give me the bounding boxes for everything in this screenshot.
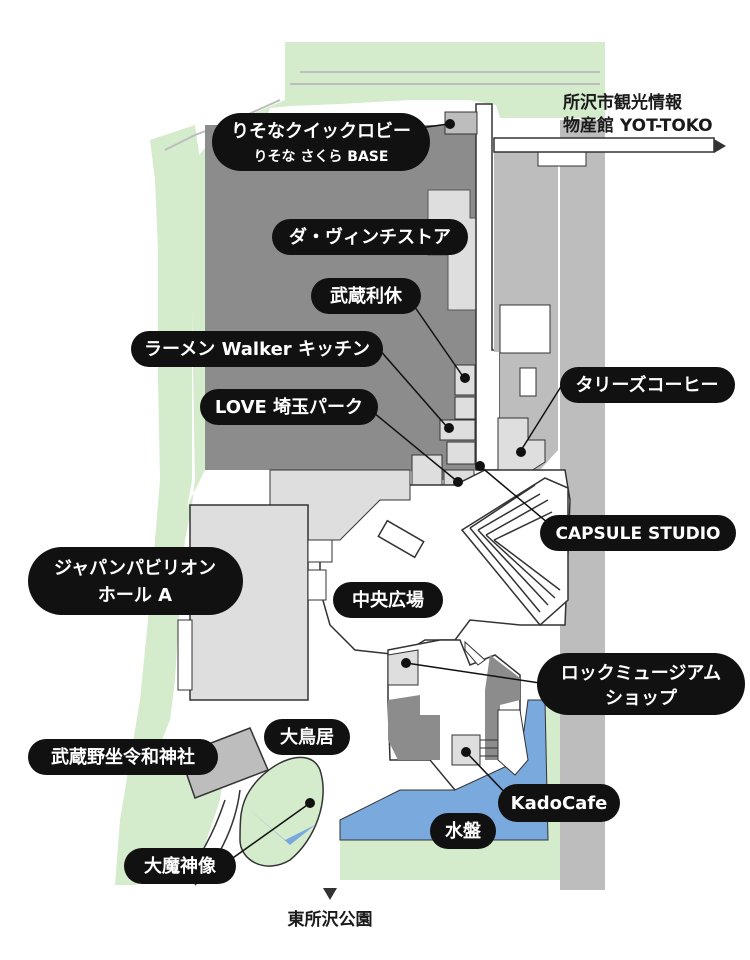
arrow-right-icon — [714, 139, 726, 153]
east-white-box — [499, 304, 551, 354]
rock-museum-shop — [387, 649, 419, 686]
label-resona-line2: りそな さくら BASE — [254, 149, 389, 165]
dot-tullys — [516, 447, 526, 457]
label-rikyu[interactable]: 武蔵利休 — [311, 278, 421, 314]
dot-rock-museum — [401, 658, 411, 668]
label-japan-pavilion-line2: ホール A — [98, 585, 172, 606]
label-rock-museum[interactable]: ロックミュージアム ショップ — [537, 653, 745, 715]
dot-love-saitama — [453, 477, 463, 487]
plaza-kiosk — [377, 519, 425, 559]
label-tourism-line1: 所沢市観光情報 — [563, 92, 683, 113]
label-japan-pavilion[interactable]: ジャパンパビリオン ホール A — [28, 547, 243, 615]
pointer-dots — [305, 119, 526, 808]
label-capsule[interactable]: CAPSULE STUDIO — [540, 515, 736, 551]
daimajin-water — [250, 810, 315, 845]
svg-text:水盤: 水盤 — [445, 820, 482, 842]
label-tullys[interactable]: タリーズコーヒー — [560, 367, 735, 403]
dot-capsule — [475, 461, 485, 471]
east-small-box-2 — [519, 367, 537, 397]
label-ramen[interactable]: ラーメン Walker キッチン — [131, 331, 383, 367]
svg-text:大鳥居: 大鳥居 — [280, 726, 334, 748]
label-rock-museum-line1: ロックミュージアム — [561, 663, 721, 684]
svg-text:武蔵野坐令和神社: 武蔵野坐令和神社 — [51, 746, 195, 768]
svg-text:大魔神像: 大魔神像 — [144, 855, 217, 877]
label-tourism-line2: 物産館 YOT-TOKO — [563, 115, 713, 136]
arrow-down-icon — [323, 888, 337, 900]
svg-text:中央広場: 中央広場 — [352, 589, 424, 611]
label-great-torii[interactable]: 大鳥居 — [264, 719, 350, 755]
label-water-basin[interactable]: 水盤 — [430, 813, 496, 849]
water-basin — [339, 699, 549, 841]
label-japan-pavilion-line1: ジャパンパビリオン — [54, 558, 216, 579]
svg-text:CAPSULE STUDIO: CAPSULE STUDIO — [555, 524, 720, 544]
dot-rikyu — [460, 373, 470, 383]
label-resona-line1: りそなクイックロビー — [231, 121, 411, 142]
label-musashino-shrine[interactable]: 武蔵野坐令和神社 — [28, 739, 218, 775]
label-kadocafe[interactable]: KadoCafe — [498, 784, 620, 822]
label-east-park: 東所沢公園 — [288, 909, 373, 930]
svg-text:KadoCafe: KadoCafe — [511, 793, 608, 814]
label-rock-museum-line2: ショップ — [605, 687, 678, 709]
north-green-area — [120, 42, 605, 885]
shrine-building — [179, 727, 269, 799]
west-green-strip — [115, 125, 200, 885]
svg-text:ダ・ヴィンチストア: ダ・ヴィンチストア — [289, 226, 451, 248]
label-daimajin[interactable]: 大魔神像 — [124, 848, 236, 884]
dot-ramen — [444, 423, 454, 433]
south-dark-building — [388, 695, 440, 760]
svg-text:ラーメン Walker キッチン: ラーメン Walker キッチン — [144, 339, 370, 360]
south-green-area — [340, 840, 560, 880]
dot-resona — [445, 119, 455, 129]
label-central-plaza[interactable]: 中央広場 — [333, 582, 443, 618]
label-davinci[interactable]: ダ・ヴィンチストア — [272, 219, 468, 255]
dot-daimajin — [305, 798, 315, 808]
resona-box — [444, 111, 478, 135]
tourism-arrow — [493, 137, 726, 153]
svg-text:タリーズコーヒー: タリーズコーヒー — [575, 374, 718, 396]
svg-text:LOVE 埼玉パーク: LOVE 埼玉パーク — [215, 396, 363, 418]
svg-text:武蔵利休: 武蔵利休 — [330, 285, 403, 307]
label-resona[interactable]: りそなクイックロビー りそな さくら BASE — [212, 113, 430, 171]
label-love-saitama[interactable]: LOVE 埼玉パーク — [200, 389, 378, 425]
dot-kadocafe — [461, 747, 471, 757]
south-dark-building-2 — [485, 655, 520, 760]
